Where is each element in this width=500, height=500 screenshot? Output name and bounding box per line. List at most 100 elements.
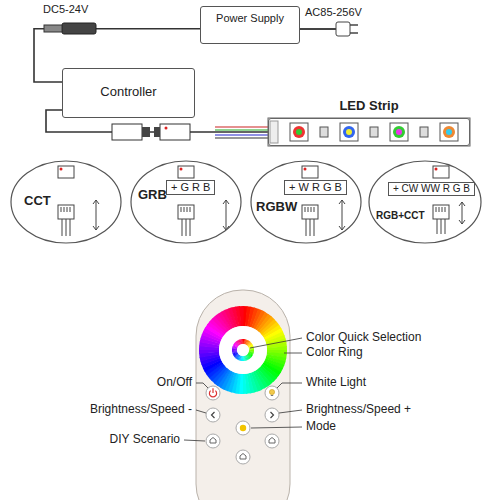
- led-chip: [290, 123, 308, 141]
- bulb-icon: [271, 395, 273, 396]
- resistor-symbol: [420, 127, 428, 137]
- strip-connector: [112, 124, 268, 140]
- led-chip: [293, 126, 305, 138]
- plug-pins: [305, 207, 314, 236]
- color-quick-selection: [238, 340, 241, 345]
- leader-line: [279, 410, 302, 413]
- power-supply-box: Power Supply: [200, 6, 300, 44]
- color-quick-selection: [249, 349, 254, 350]
- pin-order-label: + G R B: [166, 180, 215, 195]
- wiring-circle: RGBW+ W R G B: [250, 160, 362, 244]
- wire: [215, 129, 268, 130]
- ring-center: [219, 326, 267, 374]
- color-quick-selection: [244, 356, 246, 361]
- mode-icon: [240, 425, 246, 431]
- node-label: GRB: [138, 188, 167, 203]
- color-quick-selection: [233, 353, 238, 356]
- color-ring: [239, 306, 244, 326]
- led-chip: [393, 126, 405, 138]
- remote-control: [184, 290, 302, 500]
- pin-order-label: + CW WW R G B: [388, 182, 475, 196]
- wire: [215, 134, 268, 135]
- color-quick-selection: [243, 356, 244, 361]
- pin-order-label: + W R G B: [284, 180, 347, 195]
- led-chip: [343, 126, 355, 138]
- remote-button: [206, 386, 279, 464]
- double-arrow: [459, 202, 465, 224]
- color-quick-selection: [248, 345, 253, 348]
- color-quick-selection: [243, 356, 244, 361]
- color-quick-selection: [237, 340, 240, 345]
- left-icon: [212, 412, 215, 418]
- solder-pad: [270, 121, 278, 143]
- color-quick-selection: [242, 356, 243, 361]
- pin-mark: [435, 168, 438, 171]
- color-quick-selection: [233, 352, 238, 355]
- dc-jack: [44, 23, 96, 34]
- circle-outline: [131, 161, 241, 243]
- node-label: RGB+CCT: [376, 210, 425, 222]
- wire: [215, 126, 268, 127]
- resistor-symbol: [320, 127, 328, 137]
- plug-top: [433, 166, 449, 178]
- button-label: Brightness/Speed -: [89, 403, 193, 417]
- wiring-circle: CCT: [10, 160, 122, 244]
- diy-button: [206, 434, 220, 448]
- connector-icon: [302, 166, 345, 236]
- remote-body: [196, 290, 290, 500]
- mains-cord: [300, 28, 336, 30]
- color-quick-selection: [232, 349, 237, 350]
- diy-icon: [269, 438, 275, 444]
- color-quick-selection: [249, 348, 254, 349]
- plug-bottom: [302, 205, 318, 219]
- circle-outline: [368, 160, 482, 244]
- color-ring: [199, 306, 287, 394]
- diy-button: [265, 434, 279, 448]
- diy-button: [236, 450, 250, 464]
- leader-line: [184, 338, 302, 441]
- node-label: Controller: [100, 85, 156, 100]
- node-label: Power Supply: [216, 12, 284, 25]
- leader-line: [251, 427, 302, 428]
- color-quick-selection: [242, 339, 243, 344]
- color-quick-selection: [232, 351, 237, 353]
- plug-pins: [61, 207, 70, 236]
- mode-button: [236, 421, 250, 435]
- color-quick-selection: [240, 339, 242, 344]
- led-strip: [268, 118, 470, 146]
- connector-icon: [58, 166, 99, 236]
- color-quick-selection: [246, 355, 249, 360]
- led-chip: [443, 126, 455, 138]
- led-strip: [268, 118, 470, 146]
- button-label: Color Ring: [305, 346, 364, 360]
- led-chip: [296, 129, 302, 135]
- plug-prong: [350, 24, 358, 26]
- plug-pins: [181, 207, 190, 236]
- node-label: LED Strip: [339, 99, 398, 114]
- wiring-circle: + CW WW R G B RGB+CCT: [368, 160, 482, 244]
- led-chip: [396, 129, 402, 135]
- bulb-icon: [269, 389, 274, 394]
- double-arrow: [223, 200, 229, 230]
- wiring-circle: GRB+ G R B: [130, 160, 242, 244]
- pin-mark: [60, 168, 63, 171]
- plus-button: [265, 408, 279, 422]
- leader-line: [284, 353, 302, 354]
- plug-prong: [350, 32, 358, 34]
- color-quick-selection: [249, 350, 254, 351]
- plug-female: [142, 127, 150, 137]
- resistor-symbol: [370, 127, 378, 137]
- plug-female: [112, 124, 142, 140]
- led-chip: [440, 123, 458, 141]
- led-chip: [446, 129, 452, 135]
- plug-bottom: [433, 205, 449, 219]
- led-strip: LED Strip: [268, 118, 470, 146]
- plug-top: [178, 166, 194, 178]
- color-quick-selection: [243, 339, 244, 344]
- leader-line: [196, 410, 206, 413]
- color-quick-selection: [239, 339, 241, 344]
- pin-mark: [180, 168, 183, 171]
- plug-top: [302, 166, 318, 178]
